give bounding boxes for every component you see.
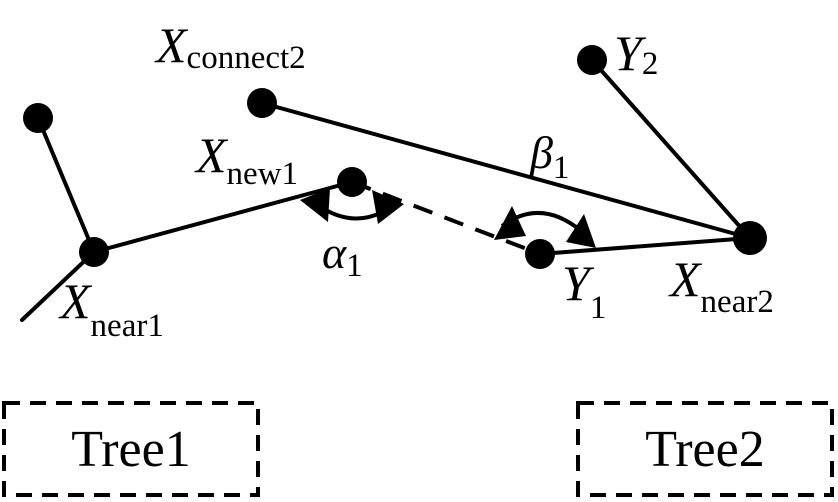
node-y2 (577, 45, 607, 75)
label-alpha1: α1 (322, 227, 363, 284)
tree2-label: Tree2 (645, 421, 764, 478)
edge-y2-near2 (590, 58, 752, 240)
alpha1-angle-arc (300, 188, 404, 224)
beta1-arrowhead-right (566, 214, 596, 248)
tree1-dashed-border (2, 401, 260, 497)
label-x-near1: Xnear1 (58, 273, 164, 344)
node-leaf-top (23, 103, 53, 133)
label-beta1: β1 (529, 127, 569, 186)
tree1-label: Tree1 (71, 421, 190, 478)
edge-new1-y1-dashed (351, 180, 541, 256)
edge-near1-leaf-bottom (20, 250, 96, 322)
beta1-arrowhead-left (494, 206, 526, 240)
node-y1 (525, 239, 555, 269)
tree1-edges (20, 116, 354, 322)
alpha1-arrowhead-left (300, 188, 330, 222)
label-x-near2: Xnear2 (668, 251, 774, 320)
tree2-edges (260, 58, 752, 256)
label-y1: Y1 (562, 255, 606, 326)
edge-near1-leaf-top (36, 116, 96, 254)
node-x-near2 (733, 221, 767, 255)
label-x-connect2: Xconnect2 (154, 17, 306, 76)
tree2-dashed-border (576, 401, 834, 497)
nodes (23, 45, 767, 269)
alpha1-arrowhead-right (372, 190, 404, 224)
node-x-near1 (79, 237, 109, 267)
edge-near1-new1 (92, 180, 354, 254)
label-y2: Y2 (614, 25, 658, 82)
label-x-new1: Xnew1 (194, 127, 298, 192)
edge-y1-near2 (538, 236, 752, 256)
beta1-angle-arc (494, 206, 596, 248)
node-x-new1 (337, 167, 367, 197)
edge-connect2-near2 (260, 101, 752, 240)
tree2-box: Tree2 (576, 401, 834, 497)
node-x-connect2 (247, 88, 277, 118)
tree1-box: Tree1 (2, 401, 260, 497)
